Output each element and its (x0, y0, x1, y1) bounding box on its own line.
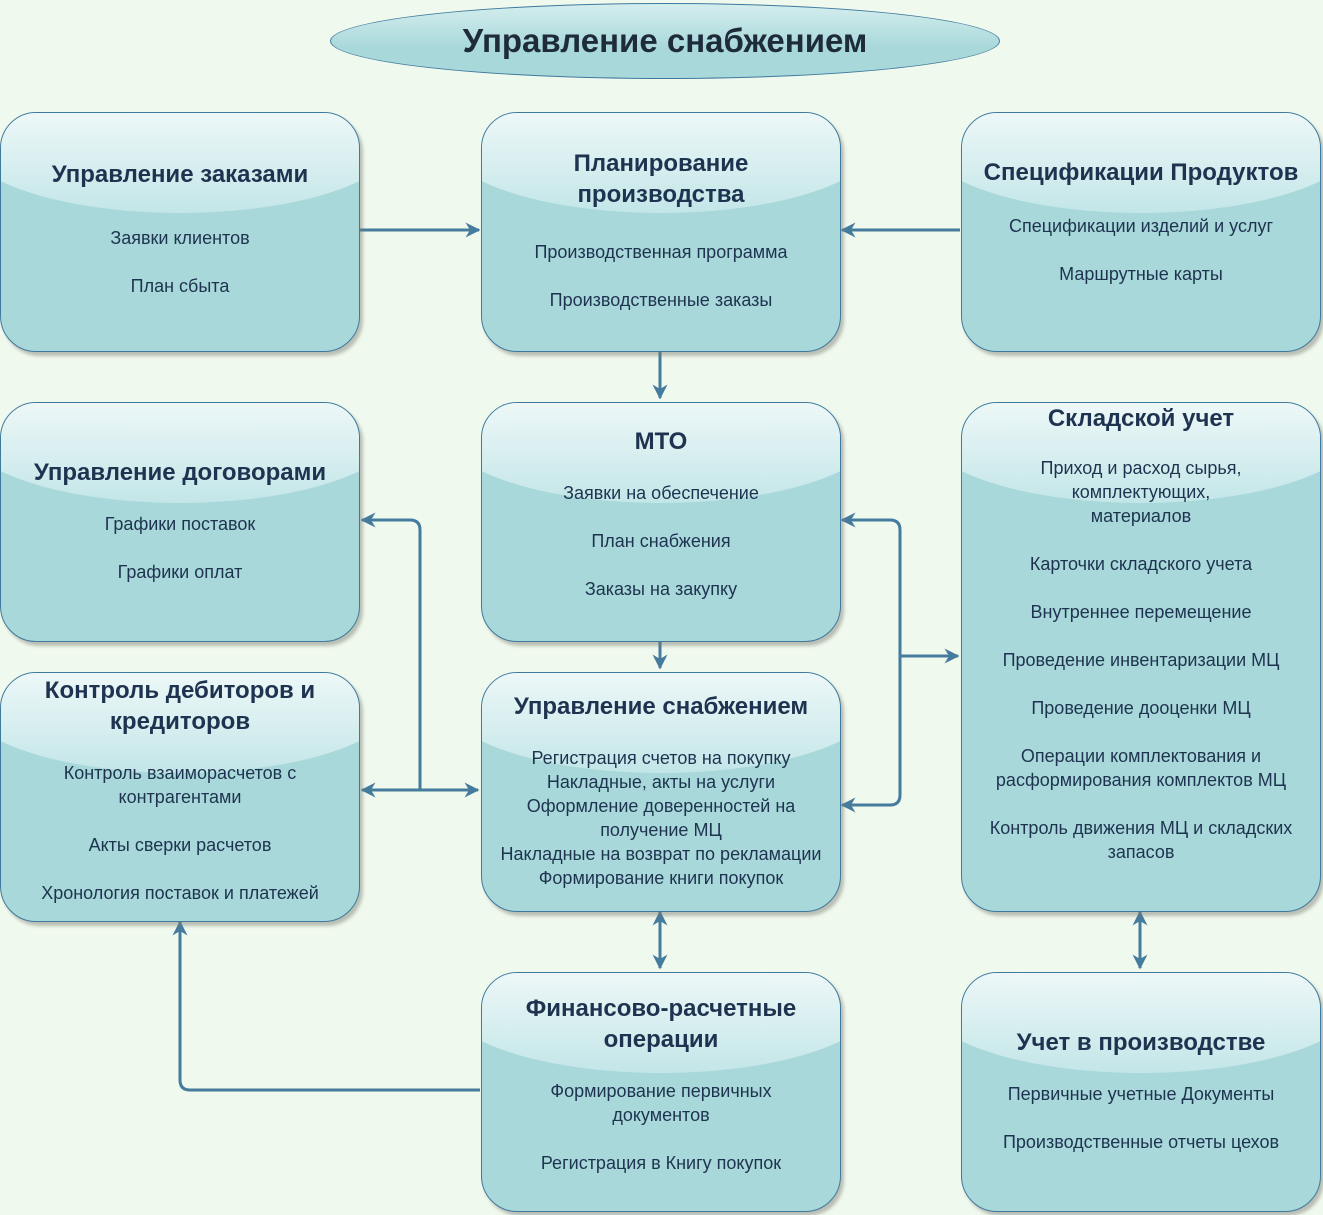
box-item: Акты сверки расчетов (88, 835, 272, 855)
box-item: Спецификации изделий и услуг (1008, 216, 1274, 236)
box-title: Спецификации Продуктов (983, 159, 1299, 186)
box-item: Производственные отчеты цехов (1002, 1132, 1280, 1152)
box-item: Графики поставок (104, 514, 256, 534)
box-item: Формирование книги покупок (538, 868, 784, 888)
box-item: Проведение дооценки МЦ (1031, 698, 1251, 718)
arrow-finance-to-debtors (172, 920, 480, 1092)
box-item: Маршрутные карты (1059, 264, 1223, 284)
box-product-specifications[interactable]: Спецификации Продуктов Спецификации изде… (961, 112, 1321, 352)
box-item: Формирование первичных документов (550, 1081, 772, 1125)
box-title: Планирование производства (573, 150, 749, 208)
box-item: Первичные учетные Документы (1007, 1084, 1275, 1104)
box-item: Хронология поставок и платежей (41, 883, 319, 903)
box-item: Заявки клиентов (110, 228, 250, 248)
box-title: Контроль дебиторов и кредиторов (44, 677, 316, 735)
box-item: Проведение инвентаризации МЦ (1002, 650, 1280, 670)
box-financial-operations[interactable]: Финансово-расчетные операции Формировани… (481, 972, 841, 1212)
box-title: МТО (634, 428, 688, 455)
box-item: Контроль взаиморасчетов с контрагентами (63, 763, 297, 807)
box-warehouse-accounting[interactable]: Складской учет Приход и расход сырья, ко… (961, 402, 1321, 912)
box-item: Накладные на возврат по рекламации (500, 844, 822, 864)
box-production-accounting[interactable]: Учет в производстве Первичные учетные До… (961, 972, 1321, 1212)
arrow-mto-supply-warehouse (840, 512, 902, 813)
box-item: Регистрация в Книгу покупок (540, 1153, 782, 1173)
box-item: Карточки складского учета (1029, 554, 1253, 574)
box-item: Графики оплат (117, 562, 243, 582)
box-title: Финансово-расчетные операции (525, 995, 797, 1053)
box-title: Управление снабжением (513, 693, 809, 720)
box-supply-management[interactable]: Управление снабжением Регистрация счетов… (481, 672, 841, 912)
box-item: Приход и расход сырья, комплектующих, ма… (1040, 458, 1242, 526)
box-item: Регистрация счетов на покупку (531, 748, 791, 768)
box-title: Учет в производстве (1016, 1029, 1266, 1056)
box-order-management[interactable]: Управление заказами Заявки клиентов План… (0, 112, 360, 352)
diagram-title: Управление снабжением (330, 3, 1000, 79)
box-title: Управление договорами (33, 459, 327, 486)
box-title: Складской учет (1047, 405, 1235, 432)
box-mto[interactable]: МТО Заявки на обеспечение План снабжения… (481, 402, 841, 642)
box-item: Внутреннее перемещение (1030, 602, 1252, 622)
arrow-supply-to-contracts (360, 512, 422, 790)
box-item: План сбыта (130, 276, 230, 296)
box-item: Производственные заказы (549, 290, 773, 310)
box-title: Управление заказами (51, 161, 309, 188)
box-contract-management[interactable]: Управление договорами Графики поставок Г… (0, 402, 360, 642)
box-item: Заказы на закупку (584, 579, 738, 599)
box-item: Производственная программа (534, 242, 788, 262)
box-debtors-creditors[interactable]: Контроль дебиторов и кредиторов Контроль… (0, 672, 360, 922)
box-item: Контроль движения МЦ и складских запасов (989, 818, 1293, 862)
box-item: План снабжения (591, 531, 731, 551)
box-item: Заявки на обеспечение (563, 483, 759, 503)
box-item: Накладные, акты на услуги (546, 772, 776, 792)
box-item: Оформление доверенностей на получение МЦ (526, 796, 796, 840)
box-production-planning[interactable]: Планирование производства Производственн… (481, 112, 841, 352)
box-item: Операции комплектования и расформировани… (995, 746, 1287, 790)
